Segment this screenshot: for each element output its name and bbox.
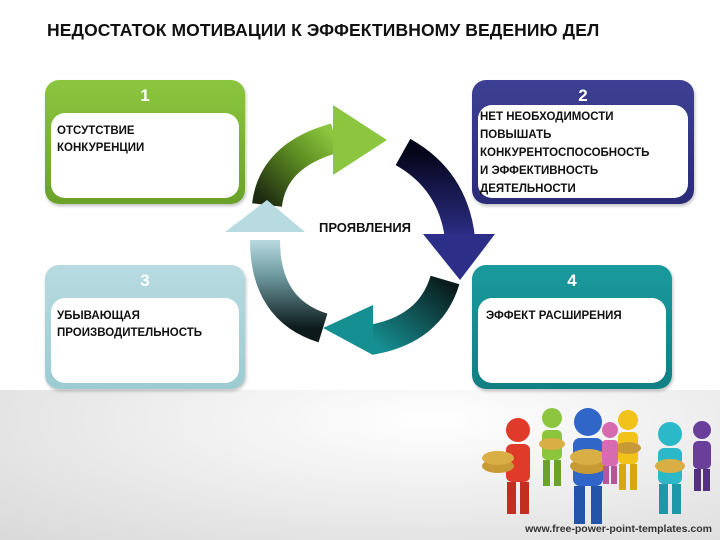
person-pink bbox=[602, 422, 618, 484]
card-2-body: НЕТ НЕОБХОДИМОСТИ ПОВЫШАТЬ КОНКУРЕНТОСПО… bbox=[478, 105, 688, 198]
card-4: 4 ЭФФЕКТ РАСШИРЕНИЯ bbox=[472, 265, 672, 389]
person-red bbox=[482, 418, 530, 514]
arrow-lightblue bbox=[225, 200, 329, 343]
card-1-body: ОТСУТСТВИЕ КОНКУРЕНЦИИ bbox=[51, 113, 239, 198]
card-3-body: УБЫВАЮЩАЯ ПРОИЗВОДИТЕЛЬНОСТЬ bbox=[51, 298, 239, 383]
card-3-number: 3 bbox=[140, 271, 150, 290]
footer-watermark: www.free-power-point-templates.com bbox=[525, 523, 712, 535]
center-label: ПРОЯВЛЕНИЯ bbox=[318, 220, 412, 235]
person-cyan bbox=[655, 422, 685, 514]
person-blue bbox=[570, 408, 606, 524]
arrow-teal bbox=[323, 275, 460, 355]
card-4-body: ЭФФЕКТ РАСШИРЕНИЯ bbox=[478, 298, 666, 383]
card-2-number: 2 bbox=[578, 86, 588, 105]
arrow-green bbox=[252, 105, 387, 208]
card-2: 2 НЕТ НЕОБХОДИМОСТИ ПОВЫШАТЬ КОНКУРЕНТОС… bbox=[472, 80, 694, 204]
card-2-text: НЕТ НЕОБХОДИМОСТИ ПОВЫШАТЬ КОНКУРЕНТОСПО… bbox=[480, 111, 650, 195]
card-1-number: 1 bbox=[140, 86, 150, 105]
person-purple bbox=[693, 421, 711, 491]
person-green bbox=[539, 408, 565, 486]
person-yellow bbox=[615, 410, 641, 490]
cycle-arrows bbox=[225, 105, 495, 355]
card-1-text: ОТСУТСТВИЕ КОНКУРЕНЦИИ bbox=[57, 125, 145, 154]
card-3-text: УБЫВАЮЩАЯ ПРОИЗВОДИТЕЛЬНОСТЬ bbox=[57, 310, 203, 339]
card-4-number: 4 bbox=[567, 271, 577, 290]
page-title: НЕДОСТАТОК МОТИВАЦИИ К ЭФФЕКТИВНОМУ ВЕДЕ… bbox=[47, 20, 600, 40]
arrow-navy bbox=[395, 138, 495, 280]
card-1: 1 ОТСУТСТВИЕ КОНКУРЕНЦИИ bbox=[45, 80, 245, 204]
card-4-text: ЭФФЕКТ РАСШИРЕНИЯ bbox=[486, 310, 622, 322]
card-3: 3 УБЫВАЮЩАЯ ПРОИЗВОДИТЕЛЬНОСТЬ bbox=[45, 265, 245, 389]
people-illustration bbox=[482, 408, 711, 524]
